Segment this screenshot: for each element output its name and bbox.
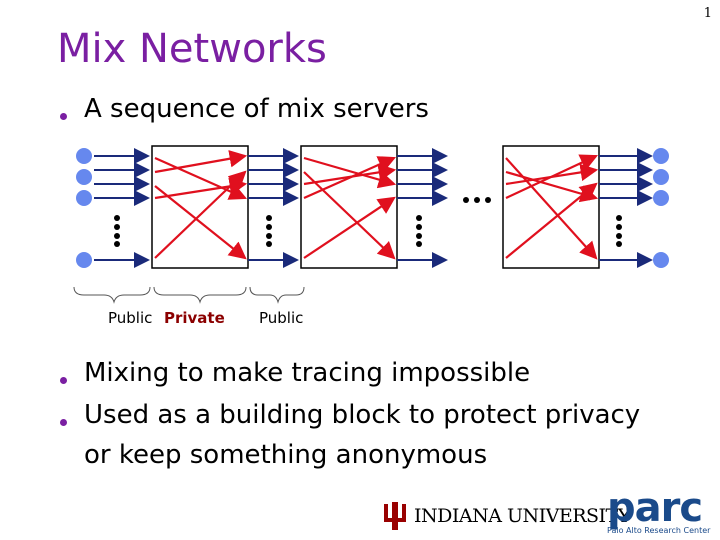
bullet-building-block-cont: or keep something anonymous [84,440,488,470]
bullet-building-block: Used as a building block to protect priv… [84,400,641,430]
input-nodes [76,148,92,268]
parc-subtitle: Palo Alto Research Center [607,526,711,535]
vertical-ellipsis-dots [114,215,622,247]
output-nodes [653,148,669,268]
bullet-mix-servers: A sequence of mix servers [84,94,429,124]
iu-wordmark: INDIANA UNIVERSITY [414,505,630,527]
label-public-1: Public [108,309,153,327]
parc-wordmark: parc [607,485,703,531]
bullet-marker [60,113,67,120]
slide-title: Mix Networks [57,26,327,72]
wires [94,148,653,268]
label-public-2: Public [259,309,304,327]
bullet-marker [60,377,67,384]
iu-trident-icon [384,502,406,530]
bullet-mixing: Mixing to make tracing impossible [84,358,531,388]
mix-server-boxes [151,145,600,269]
permutation-arrows [154,150,599,260]
slide-number: 1 [703,6,712,21]
mix-network-diagram [73,145,669,304]
indiana-university-logo: INDIANA UNIVERSITY [382,500,630,532]
horizontal-ellipsis-dots [463,197,491,203]
parc-logo: parc Palo Alto Research Center [607,488,710,535]
bullet-marker [60,419,67,426]
label-private: Private [164,309,225,327]
braces [73,286,305,304]
